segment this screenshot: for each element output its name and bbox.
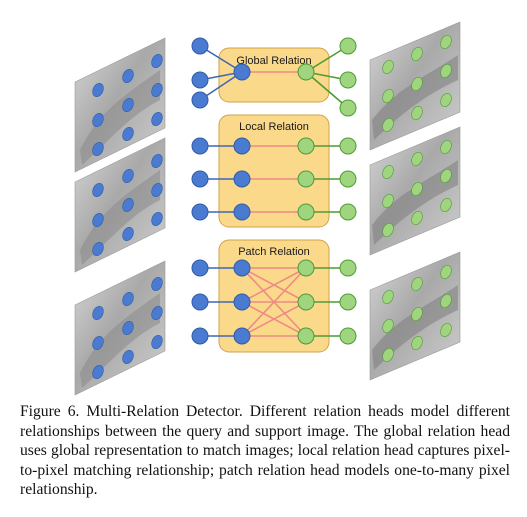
multi-relation-detector-figure: Global Relation Local Relation Patch Rel… <box>74 21 461 396</box>
query-node <box>233 170 251 188</box>
query-node <box>233 137 251 155</box>
support-images <box>369 21 461 381</box>
support-node <box>297 259 315 277</box>
support-node <box>339 71 357 89</box>
query-node <box>191 203 209 221</box>
global-relation-box <box>218 47 330 103</box>
support-feature-dots <box>382 140 452 237</box>
support-node <box>339 293 357 311</box>
query-image-local <box>74 137 166 273</box>
query-node <box>191 71 209 89</box>
query-node <box>233 259 251 277</box>
figure-caption: Figure 6. Multi-Relation Detector. Diffe… <box>20 403 510 498</box>
support-node <box>339 170 357 188</box>
query-image-global <box>74 37 166 173</box>
query-node <box>233 293 251 311</box>
support-node <box>297 327 315 345</box>
query-feature-dots <box>92 277 163 379</box>
query-node <box>191 37 209 55</box>
patch-relation-label: Patch Relation <box>238 246 310 258</box>
support-image-local <box>369 126 461 256</box>
query-node <box>191 137 209 155</box>
support-node <box>297 293 315 311</box>
query-node <box>191 170 209 188</box>
support-node <box>339 37 357 55</box>
query-feature-dots <box>92 154 163 256</box>
global-relation-label: Global Relation <box>236 55 311 67</box>
support-node <box>339 137 357 155</box>
query-images <box>74 37 166 396</box>
local-relation-label: Local Relation <box>239 121 309 133</box>
support-node <box>339 203 357 221</box>
query-node <box>191 259 209 277</box>
query-image-patch <box>74 260 166 396</box>
query-node <box>191 91 209 109</box>
query-nodes <box>191 37 251 345</box>
query-node <box>233 203 251 221</box>
query-node <box>191 293 209 311</box>
support-node <box>297 170 315 188</box>
query-node <box>233 327 251 345</box>
support-node <box>297 203 315 221</box>
query-feature-dots <box>92 54 163 156</box>
support-image-global <box>369 21 461 151</box>
query-node <box>191 327 209 345</box>
support-node <box>339 99 357 117</box>
support-node <box>297 137 315 155</box>
local-connections <box>200 145 348 213</box>
support-node <box>339 327 357 345</box>
support-node <box>297 63 315 81</box>
support-image-patch <box>369 251 461 381</box>
support-feature-dots <box>382 265 452 362</box>
query-node <box>233 63 251 81</box>
support-nodes <box>297 37 357 345</box>
support-node <box>339 259 357 277</box>
support-feature-dots <box>382 35 452 132</box>
patch-connections <box>200 267 348 337</box>
